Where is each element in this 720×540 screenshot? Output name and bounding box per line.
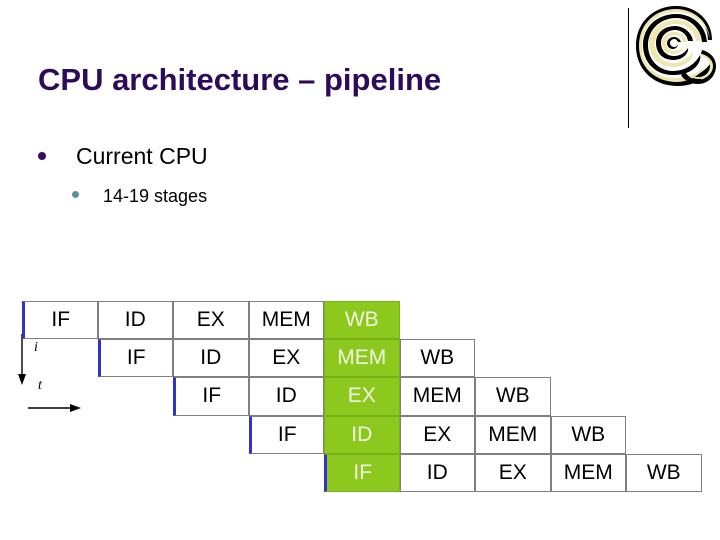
axis-label-t: t (38, 378, 42, 393)
pipeline-cell-r1-ex: EX (248, 339, 324, 378)
sub-bullet-label: 14-19 stages (103, 186, 208, 206)
pipeline-cell-r3-id: ID (324, 415, 400, 454)
pipeline-cell-r0-if: IF (22, 301, 98, 340)
spiral-scroll-icon (636, 6, 716, 86)
pipeline-cell-r4-ex: EX (475, 453, 551, 492)
pipeline-cell-r0-mem: MEM (248, 301, 324, 340)
pipeline-cell-r0-ex: EX (173, 301, 249, 340)
pipeline-cell-r3-ex: EX (399, 415, 475, 454)
pipeline-cell-r4-mem: MEM (550, 453, 626, 492)
pipeline-cell-r3-mem: MEM (475, 415, 551, 454)
sub-bullet-dot-icon (72, 191, 79, 198)
pipeline-cell-r1-id: ID (173, 339, 249, 378)
bullet-dot-icon (38, 152, 46, 160)
pipeline-cell-r2-if: IF (173, 377, 249, 416)
pipeline-cell-r1-mem: MEM (324, 339, 400, 378)
slide-title: CPU architecture – pipeline (38, 62, 442, 97)
pipeline-cell-r4-wb: WB (626, 453, 702, 492)
pipeline-cell-r2-mem: MEM (399, 377, 475, 416)
pipeline-cell-r2-ex: EX (324, 377, 400, 416)
pipeline-cell-r1-if: IF (97, 339, 173, 378)
header-divider-line (628, 8, 629, 128)
pipeline-cell-r4-id: ID (399, 453, 475, 492)
pipeline-cell-r0-wb: WB (324, 301, 400, 340)
diagram-axes (18, 334, 81, 412)
bullet-item-current-cpu: Current CPU (38, 143, 208, 170)
pipeline-cell-r2-wb: WB (475, 377, 551, 416)
pipeline-cell-r3-if: IF (248, 415, 324, 454)
bullet-label: Current CPU (76, 143, 208, 169)
axis-label-i: i (34, 340, 38, 355)
bullet-item-stages: 14-19 stages (72, 186, 207, 207)
pipeline-cell-r2-id: ID (248, 377, 324, 416)
pipeline-cell-r1-wb: WB (399, 339, 475, 378)
pipeline-cell-r4-if: IF (324, 453, 400, 492)
pipeline-cell-r0-id: ID (97, 301, 173, 340)
pipeline-cell-r3-wb: WB (550, 415, 626, 454)
